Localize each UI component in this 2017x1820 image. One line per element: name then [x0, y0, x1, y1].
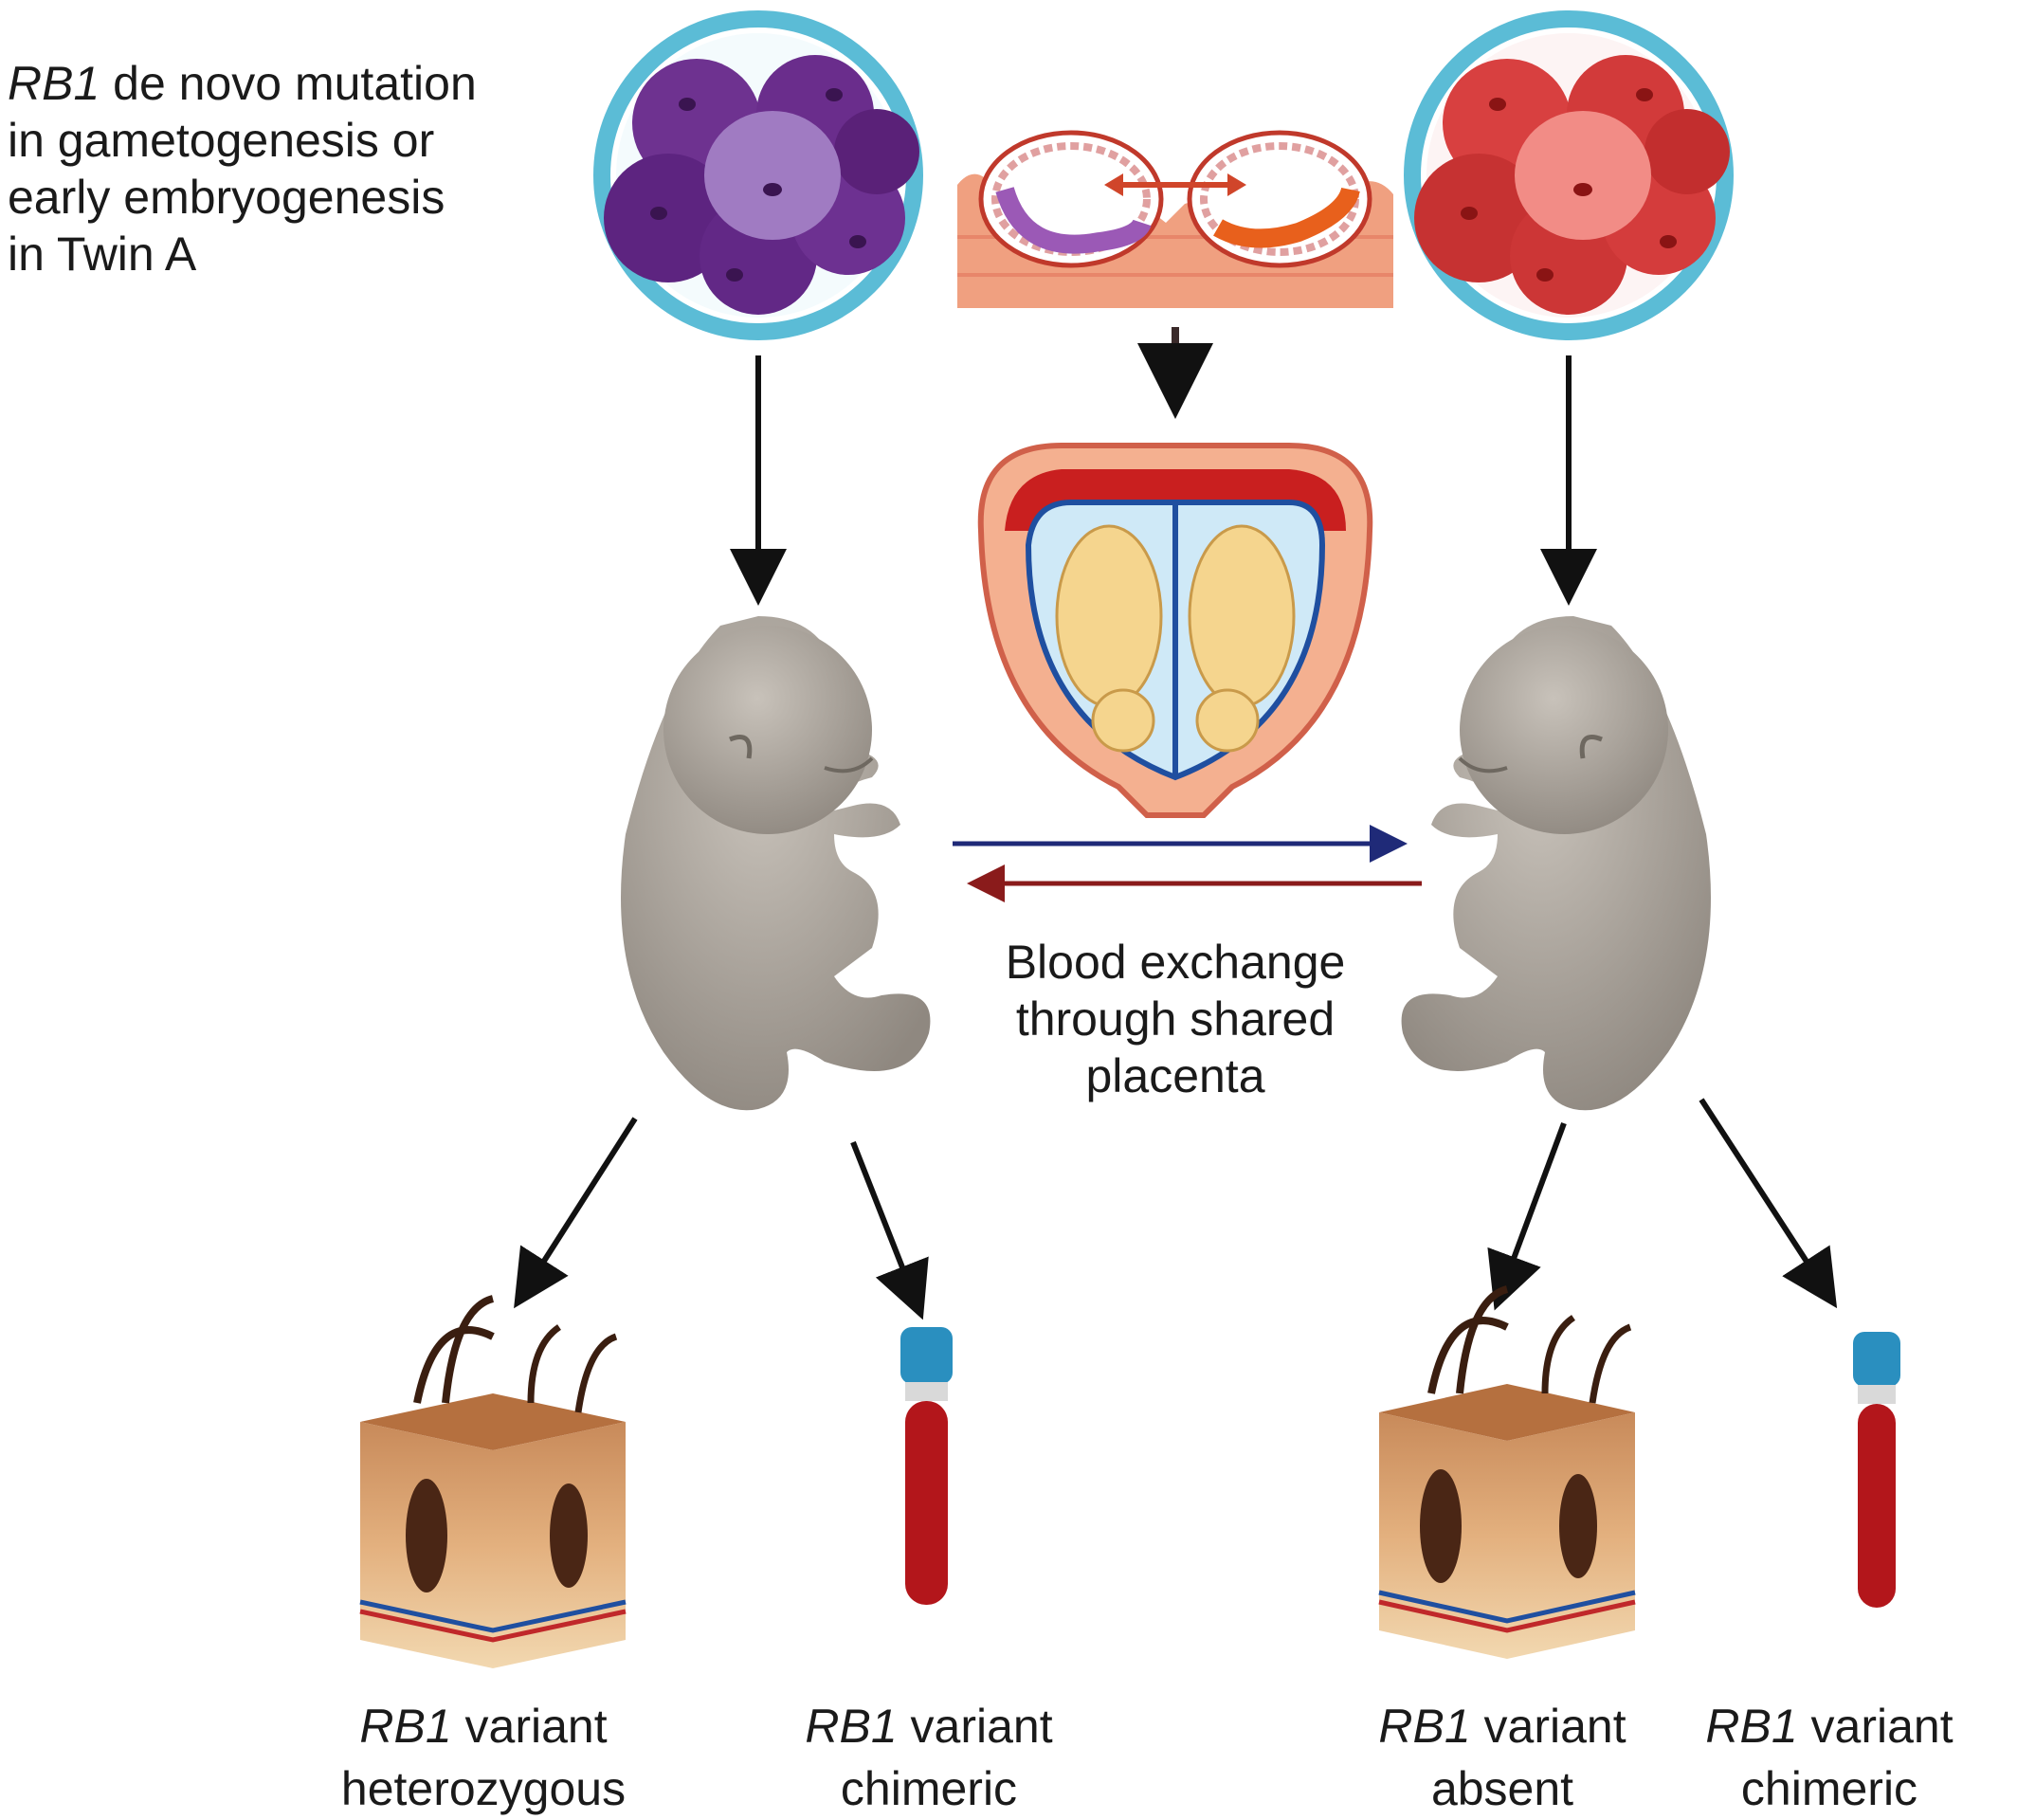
shared-placenta-illustration — [977, 443, 1373, 818]
outcome-status: chimeric — [1740, 1762, 1918, 1815]
twin-b-embryo — [1404, 10, 1734, 340]
twin-a-blood-tube — [900, 1327, 953, 1605]
arrow-fetus-a-to-blood — [850, 1140, 929, 1320]
outcome-status: chimeric — [840, 1762, 1018, 1815]
gene-name: RB1 — [1705, 1700, 1798, 1753]
implantation-illustration — [957, 130, 1393, 308]
outcome-twin-b-skin: RB1 variant absent — [1322, 1695, 1682, 1820]
outcome-word: variant — [897, 1700, 1053, 1753]
gene-name: RB1 — [1378, 1700, 1471, 1753]
blood-exchange-caption: Blood exchange through shared placenta — [948, 934, 1403, 1104]
note-line-4: in Twin A — [8, 228, 197, 281]
twin-a-embryo — [593, 10, 923, 340]
twin-a-fetus — [621, 616, 931, 1111]
outcome-status: heterozygous — [340, 1762, 627, 1815]
outcome-word: variant — [451, 1700, 608, 1753]
twin-b-skin-tissue — [1378, 1285, 1636, 1659]
note-line-1: de novo mutation — [100, 57, 477, 110]
arrow-fetus-a-to-skin — [514, 1117, 638, 1309]
outcome-word: variant — [1470, 1700, 1626, 1753]
arrow-fetus-b-to-skin — [1487, 1121, 1567, 1311]
twin-b-fetus — [1401, 616, 1711, 1111]
gene-name: RB1 — [805, 1700, 898, 1753]
outcome-word: variant — [1797, 1700, 1953, 1753]
caption-line-1: Blood exchange — [1005, 936, 1346, 989]
twin-a-skin-tissue — [359, 1295, 627, 1668]
note-line-2: in gametogenesis or — [8, 114, 435, 167]
outcome-status: absent — [1430, 1762, 1574, 1815]
caption-line-3: placenta — [1085, 1049, 1265, 1102]
outcome-twin-a-skin: RB1 variant heterozygous — [303, 1695, 663, 1820]
note-line-3: early embryogenesis — [8, 171, 445, 224]
outcome-twin-b-blood: RB1 variant chimeric — [1649, 1695, 2009, 1820]
caption-line-2: through shared — [1015, 992, 1336, 1046]
gene-name: RB1 — [359, 1700, 452, 1753]
twin-b-blood-tube — [1853, 1332, 1900, 1608]
outcome-twin-a-blood: RB1 variant chimeric — [749, 1695, 1109, 1820]
arrow-fetus-b-to-blood — [1699, 1098, 1838, 1309]
gene-name: RB1 — [8, 57, 100, 110]
mutation-origin-note: RB1 de novo mutation in gametogenesis or… — [8, 55, 567, 282]
